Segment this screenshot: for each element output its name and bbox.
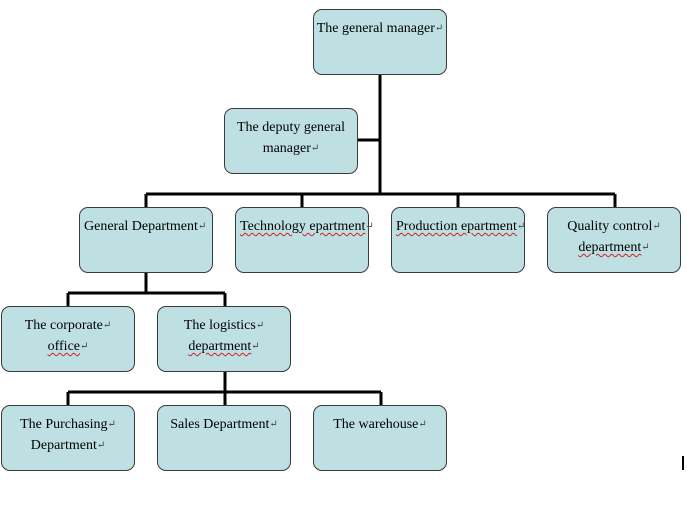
logistics-department-label-line2: department — [188, 339, 252, 354]
technology-department-label: Technology epartment — [240, 219, 366, 234]
node-logistics-department: The logistics↵ department↵ — [157, 306, 291, 372]
sales-department-label: Sales Department — [170, 417, 270, 432]
node-general-department: General Department↵ — [79, 207, 213, 273]
node-sales-department: Sales Department↵ — [157, 405, 291, 471]
quality-control-label-line2: department — [578, 240, 642, 255]
node-deputy-general-manager: The deputy general manager↵ — [224, 108, 358, 174]
deputy-general-manager-label-line2: manager — [262, 141, 311, 156]
deputy-general-manager-label-line1: The deputy general — [236, 120, 346, 135]
general-manager-label: The general manager — [316, 21, 435, 36]
corporate-office-label-line1: The corporate — [24, 318, 103, 333]
production-department-label: Production epartment — [396, 219, 517, 234]
logistics-department-label-line1: The logistics — [183, 318, 256, 333]
text-cursor — [682, 456, 684, 470]
node-purchasing-department: The Purchasing↵ Department↵ — [1, 405, 135, 471]
node-quality-control-department: Quality control↵ department↵ — [547, 207, 681, 273]
quality-control-label-line1: Quality control — [567, 219, 653, 234]
node-general-manager: The general manager↵ — [313, 9, 447, 75]
warehouse-label: The warehouse — [333, 417, 419, 432]
purchasing-department-label-line1: The Purchasing — [20, 417, 108, 432]
node-warehouse: The warehouse↵ — [313, 405, 447, 471]
general-department-label: General Department — [84, 219, 198, 234]
purchasing-department-label-line2: Department — [30, 438, 97, 453]
node-production-department: Production epartment↵ — [391, 207, 525, 273]
node-corporate-office: The corporate↵ office↵ — [1, 306, 135, 372]
node-technology-department: Technology epartment↵ — [235, 207, 374, 273]
corporate-office-label-line2: office — [47, 339, 80, 354]
